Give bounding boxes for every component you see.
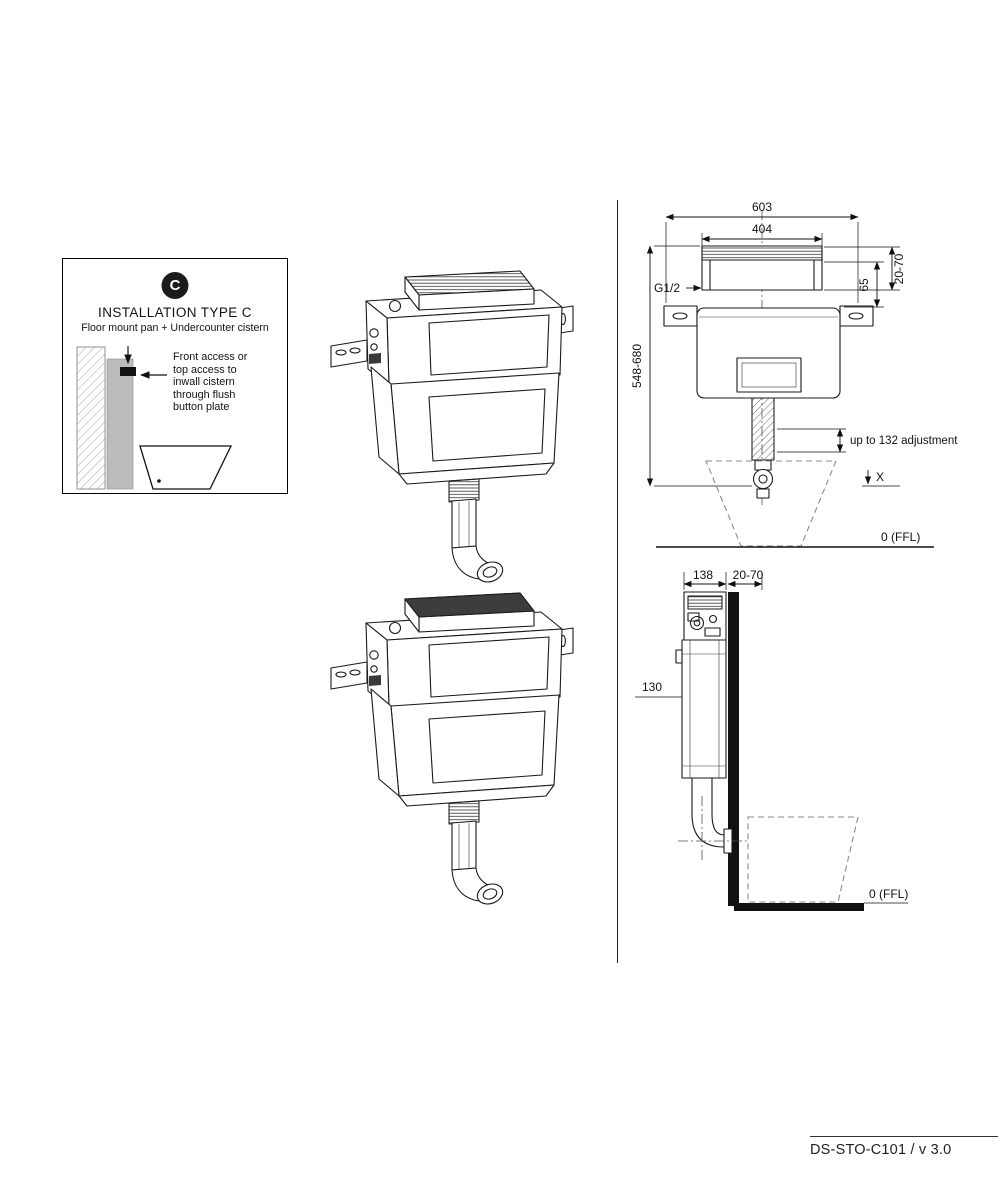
legend-note-line: through flush [173, 388, 236, 401]
floor-level-side: 0 (FFL) [864, 887, 908, 904]
dimension-depth: 138 [683, 568, 727, 590]
dim-wall-range-label: 20-70 [733, 568, 764, 582]
outlet-level-marker: X [862, 470, 900, 487]
flush-frame-front [701, 245, 823, 291]
floor-level-label: 0 (FFL) [881, 530, 920, 544]
dimension-wall-range: 20-70 [727, 568, 764, 590]
inwall-cistern-block [106, 358, 134, 490]
front-elevation-view: 603 404 [630, 200, 958, 548]
dimension-offset: 130 [635, 680, 682, 698]
dimension-overall-width: 603 [665, 200, 859, 303]
pan-outline-front [705, 460, 837, 547]
legend-subtitle: Floor mount pan + Undercounter cistern [81, 322, 269, 334]
adjustment-dimension: up to 132 adjustment [777, 428, 958, 453]
cistern-isometric-view-2 [330, 592, 574, 908]
floor-slab-side [734, 903, 864, 911]
dimension-frame-width: 404 [701, 222, 823, 246]
floor-level-label-side: 0 (FFL) [869, 887, 908, 901]
legend-note: Front access or top access to inwall cis… [173, 351, 247, 414]
mounting-brackets-front [663, 305, 874, 327]
dim-frame-width-label: 404 [752, 222, 772, 236]
legend-diagram [76, 346, 233, 490]
type-c-badge: C [161, 272, 189, 299]
adjustment-note-label: up to 132 adjustment [850, 435, 958, 447]
footer-rule [810, 1136, 998, 1137]
pan-fixing-dot [157, 479, 161, 483]
legend-note-line: button plate [173, 401, 230, 414]
dimension-height-range: 548-680 [630, 245, 752, 487]
type-c-badge-letter: C [169, 277, 181, 294]
dim-frame-height-label: 65 [857, 278, 871, 292]
dim-overall-width-label: 603 [752, 200, 772, 214]
outlet-pipe-front [751, 397, 775, 499]
inlet-label: G1/2 [654, 281, 680, 295]
cistern-isometric-view-1 [330, 270, 574, 586]
outlet-level-label: X [876, 470, 884, 484]
outlet-pipe-side [678, 777, 748, 862]
footer: DS-STO-C101 / v 3.0 [810, 1136, 998, 1158]
dimension-frame-height: 65 [824, 261, 884, 308]
dim-depth-label: 138 [693, 568, 713, 582]
cistern-side-profile [675, 591, 727, 779]
cistern-tank-front [696, 307, 841, 399]
installation-type-legend: C INSTALLATION TYPE C Floor mount pan + … [62, 258, 288, 494]
dim-height-range-label: 548-680 [630, 344, 644, 388]
flush-button-plate [120, 367, 136, 376]
legend-note-line: top access to [173, 363, 237, 376]
inlet-callout: G1/2 [654, 281, 702, 295]
floor-mount-pan-outline [139, 445, 233, 490]
wall-section-side [728, 592, 739, 906]
legend-title: INSTALLATION TYPE C [98, 305, 252, 320]
cistern2-open-top [404, 592, 535, 618]
pan-outline-side [747, 816, 859, 903]
floor-level-front: 0 (FFL) [656, 530, 934, 548]
document-reference: DS-STO-C101 / v 3.0 [810, 1142, 952, 1158]
legend-note-line: Front access or [173, 351, 248, 363]
legend-note-line: inwall cistern [173, 376, 235, 389]
wall-section [76, 346, 106, 490]
dimension-frame-depth-range: 20-70 [824, 246, 906, 291]
side-elevation-view: 138 20-70 [635, 568, 908, 911]
dim-offset-label: 130 [642, 680, 662, 694]
dim-frame-depth-label: 20-70 [892, 253, 906, 284]
